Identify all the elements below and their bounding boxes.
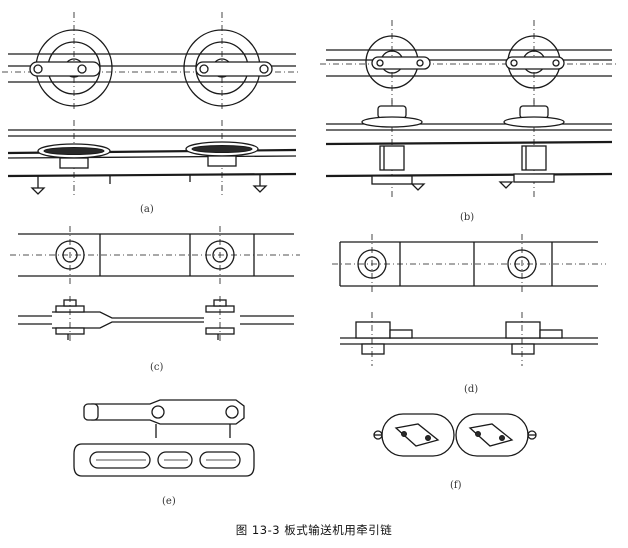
label-f: (f) [450,480,462,491]
label-e: (e) [162,496,176,507]
panel-c-side-view [18,296,294,342]
figure-caption: 图 13-3 板式输送机用牵引链 [235,523,393,537]
panel-c-top-view [10,226,300,284]
panel-a-top-view [2,12,300,112]
panel-d-side-view [340,312,598,366]
panel-e-chain [73,399,255,477]
label-b: (b) [460,212,475,223]
label-d: (d) [464,384,479,395]
label-c: (c) [150,362,164,373]
panel-b-top-view [320,20,616,104]
panel-d-top-view [332,234,606,294]
panel-f-chain [373,413,537,457]
panel-a-side-view [7,120,297,196]
label-a: (a) [140,204,154,215]
panel-b-side-view [325,100,613,200]
